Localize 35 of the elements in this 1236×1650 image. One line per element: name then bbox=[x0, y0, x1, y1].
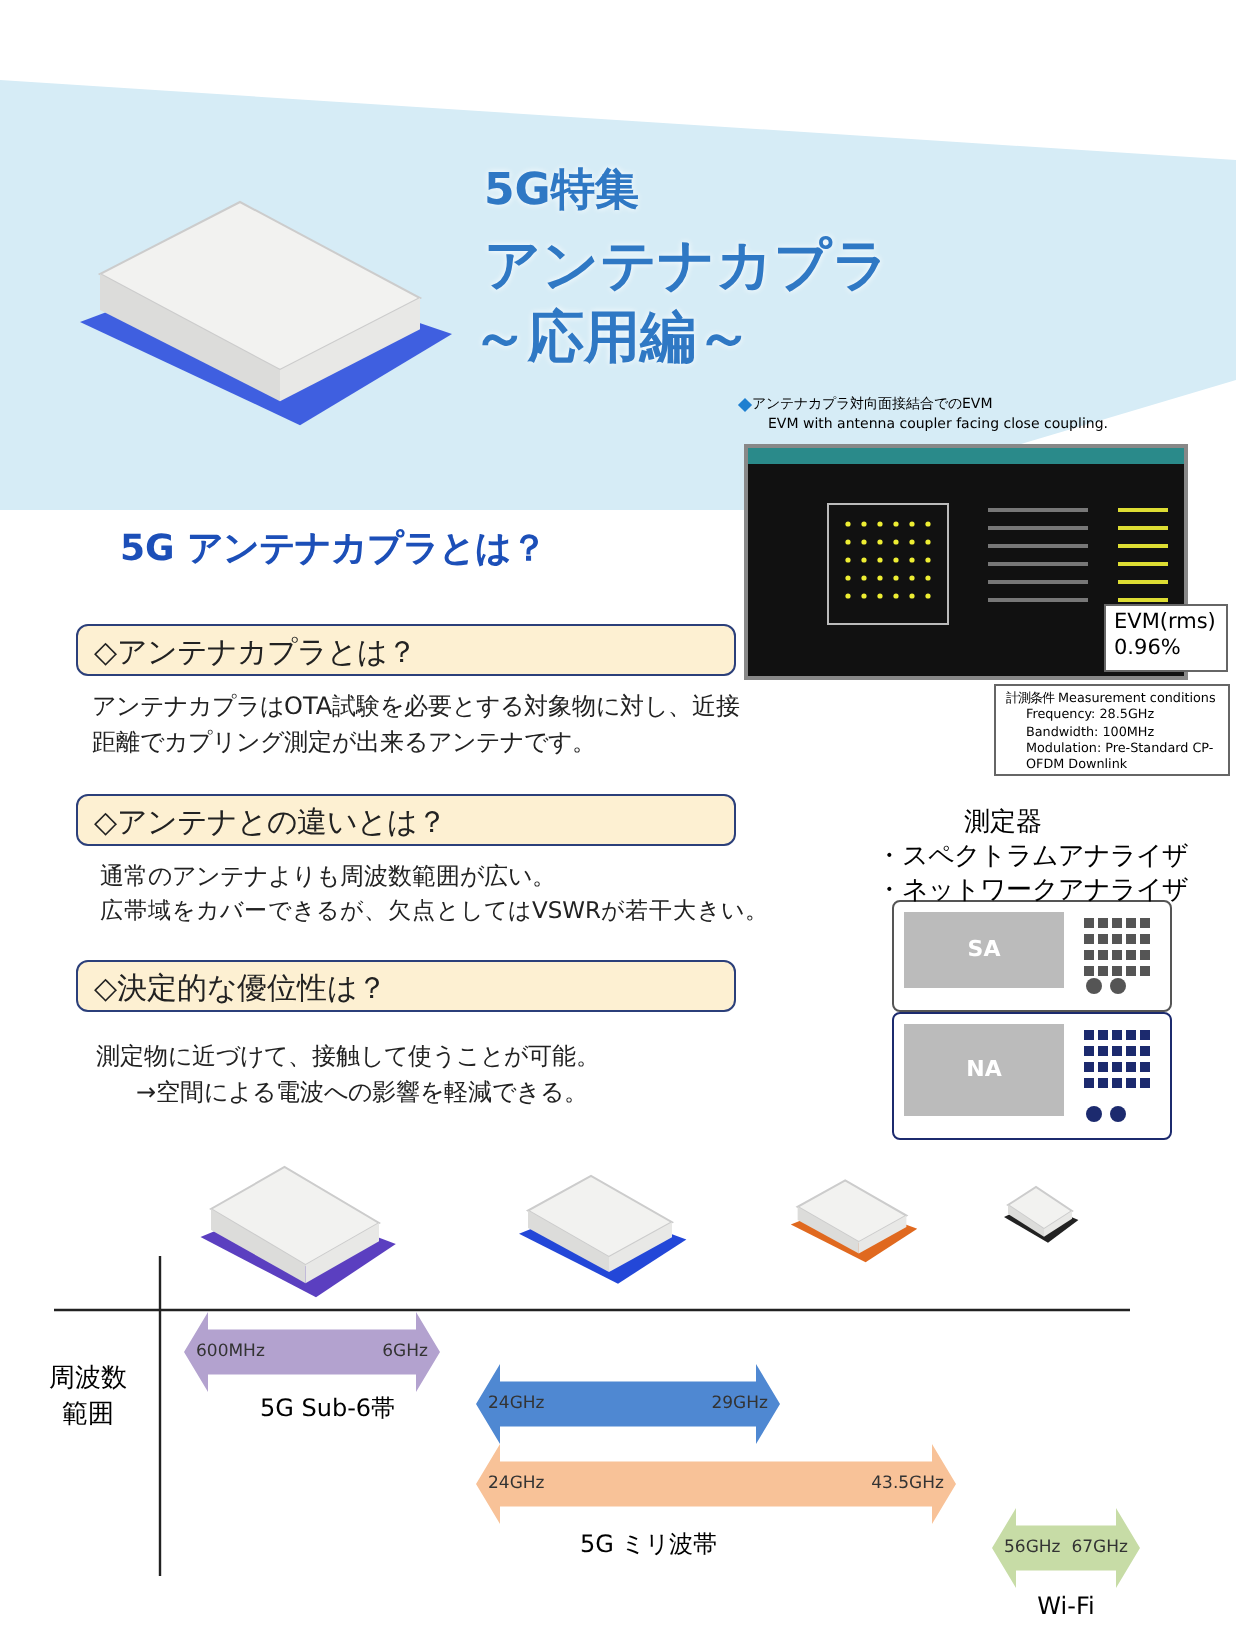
heading-box: ◇アンテナカプラとは？ bbox=[76, 624, 736, 676]
section-label: 測定器 bbox=[964, 806, 1042, 840]
body-text: アンテナカプラはOTA試験を必要とする対象物に対し、近接距離でカプリング測定が出来るアンテナです。 bbox=[92, 690, 742, 760]
frequency-value: 56GHz bbox=[1004, 1538, 1061, 1558]
antenna-coupler-picture bbox=[1000, 1184, 1080, 1244]
heading-box: ◇アンテナとの違いとは？ bbox=[76, 794, 736, 846]
frequency-value: 24GHz bbox=[488, 1394, 545, 1414]
title: 5G特集 bbox=[484, 164, 639, 220]
sub-heading: 5G アンテナカプラとは？ bbox=[120, 526, 548, 572]
heading-box: ◇決定的な優位性は？ bbox=[76, 960, 736, 1012]
band-label: 5G Sub-6帯 bbox=[260, 1392, 396, 1426]
frequency-value: 6GHz bbox=[382, 1342, 428, 1362]
conditions-box bbox=[994, 684, 1230, 776]
instrument-label: NA bbox=[964, 1056, 1004, 1082]
body-text: 通常のアンテナよりも周波数範囲が広い。 bbox=[100, 860, 558, 894]
network-analyzer-drawing bbox=[892, 1012, 1172, 1140]
callout-box: EVM(rms) 0.96% bbox=[1104, 604, 1228, 672]
frequency-value: 67GHz bbox=[1071, 1538, 1128, 1558]
frequency-value: 24GHz bbox=[488, 1474, 545, 1494]
frequency-value: 600MHz bbox=[196, 1342, 265, 1362]
spectrum-analyzer-drawing bbox=[892, 900, 1172, 1012]
title: アンテナカプラ bbox=[484, 230, 890, 302]
frequency-value: 29GHz bbox=[711, 1394, 768, 1414]
frequency-value: 43.5GHz bbox=[871, 1474, 944, 1494]
instrument-label: SA bbox=[965, 936, 1003, 962]
axis-label: 周波数範囲 bbox=[48, 1362, 128, 1432]
body-text: →空間による電波への影響を軽減できる。 bbox=[136, 1076, 591, 1110]
body-text: 広帯域をカバーできるが、欠点としてはVSWRが若干大きい。 bbox=[100, 894, 772, 928]
title: ～応用編～ bbox=[472, 302, 752, 374]
band-label: 5G ミリ波帯 bbox=[580, 1528, 718, 1562]
body-text: 測定物に近づけて、接触して使うことが可能。 bbox=[96, 1040, 602, 1074]
double-arrow-band bbox=[476, 1364, 780, 1444]
list-item: ・ネットワークアナライザ bbox=[876, 874, 1188, 908]
band-label: Wi-Fi bbox=[1035, 1592, 1097, 1620]
list-item: ・スペクトラムアナライザ bbox=[876, 840, 1188, 874]
